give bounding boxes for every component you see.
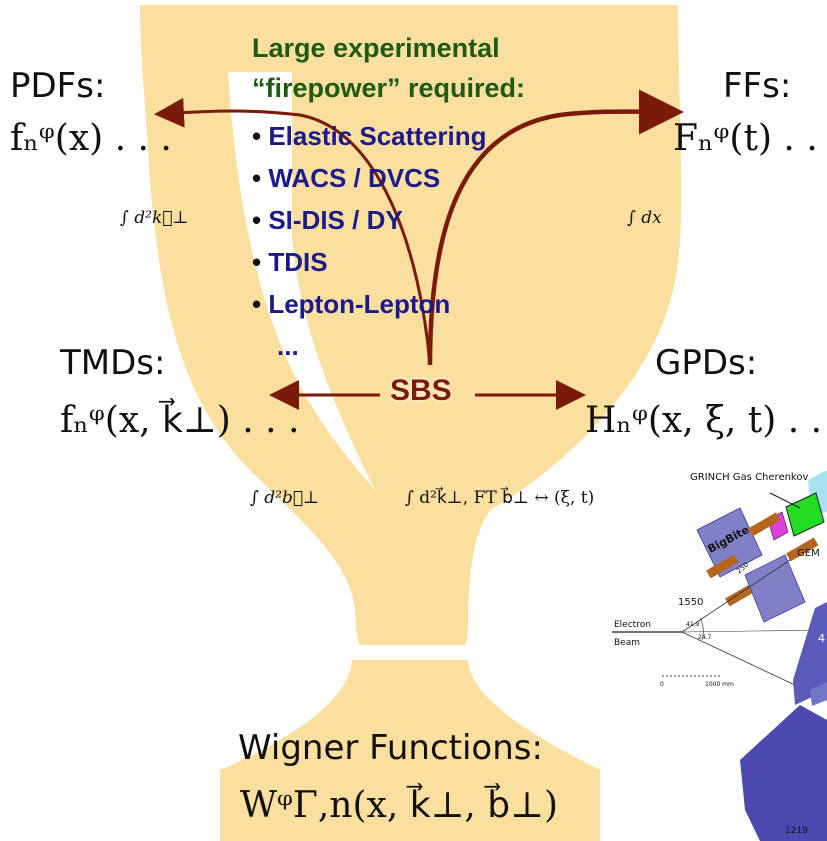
- integral-pdf: ∫ d²k⃗⊥: [120, 208, 189, 228]
- heading-line-2: “firepower” required:: [252, 73, 526, 103]
- inset-gem-label: GEM: [797, 548, 820, 559]
- inset-scale-zero: 0: [660, 681, 664, 688]
- inset-angle-41: 41.9: [686, 621, 700, 628]
- integral-gpd: ∫ d²k⃗⊥, FT b⃗⊥ ↔ (ξ, t): [405, 488, 595, 508]
- inset-scale-1000: 1000 mm: [705, 681, 734, 688]
- list-item: • Elastic Scattering: [252, 121, 487, 151]
- ffs-label: FFs:: [723, 66, 792, 106]
- integral-ff: ∫ dx: [627, 208, 662, 228]
- gpds-formula: Hₙᵠ(x, ξ, t) . .: [585, 400, 823, 441]
- inset-angle-24: 24.7: [698, 634, 712, 641]
- ffs-formula: Fₙᵠ(t) . .: [673, 118, 818, 159]
- integral-tmd: ∫ d²b⃗⊥: [250, 488, 320, 508]
- pdfs-formula: fₙᵠ(x) . . .: [10, 118, 172, 159]
- list-item-label: ...: [277, 331, 299, 361]
- wigner-label: Wigner Functions:: [238, 728, 543, 768]
- inset-dim-1219: 1219: [785, 826, 808, 836]
- arrow-to-pdfs: [154, 97, 432, 366]
- pdfs-label: PDFs:: [10, 66, 106, 106]
- heading: Large experimental “firepower” required:: [252, 28, 525, 108]
- heading-line-1: Large experimental: [252, 33, 500, 63]
- arrow-to-ffs: [427, 89, 684, 366]
- list-item-label: TDIS: [268, 247, 328, 277]
- list-item: ...: [252, 325, 487, 367]
- list-item: • TDIS: [252, 247, 328, 277]
- inset-dim-1550: 1550: [678, 597, 704, 608]
- list-item: • SI-DIS / DY: [252, 205, 403, 235]
- inset-grinch-label: GRINCH Gas Cherenkov: [690, 472, 809, 483]
- inset-partial-4: 4: [818, 632, 825, 645]
- list-item-label: Elastic Scattering: [268, 121, 487, 151]
- white-slit-left: [228, 72, 375, 490]
- experiment-list: • Elastic Scattering • WACS / DVCS • SI-…: [252, 115, 487, 367]
- inset-electron-label: Electron: [614, 620, 651, 630]
- list-item-label: SI-DIS / DY: [268, 205, 403, 235]
- sbs-label: SBS: [390, 374, 452, 407]
- wigner-formula: WᵠΓ,n(x, k⃗⊥, b⃗⊥): [240, 785, 559, 826]
- tmds-label: TMDs:: [60, 343, 166, 383]
- list-item-label: WACS / DVCS: [268, 163, 441, 193]
- inset-beam-label: Beam: [614, 638, 640, 648]
- list-item-label: Lepton-Lepton: [268, 289, 451, 319]
- funnel-base: [220, 660, 600, 841]
- gpds-label: GPDs:: [655, 343, 758, 383]
- list-item: • WACS / DVCS: [252, 163, 441, 193]
- list-item: • Lepton-Lepton: [252, 289, 451, 319]
- sbs-layout-inset: [607, 455, 827, 841]
- tmds-formula: fₙᵠ(x, k⃗⊥) . . .: [60, 400, 300, 441]
